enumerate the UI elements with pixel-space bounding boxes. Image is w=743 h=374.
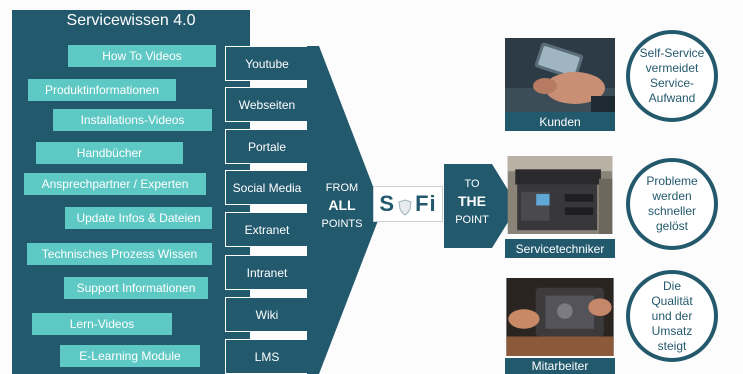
logo-letter-s: S bbox=[379, 191, 396, 216]
target-caption: Mitarbeiter bbox=[505, 358, 615, 374]
to-the-point-arrow bbox=[444, 164, 518, 248]
knowledge-item: Ansprechpartner / Experten bbox=[24, 173, 206, 195]
channel-webseiten: Webseiten bbox=[225, 87, 309, 122]
knowledge-item: Support Informationen bbox=[64, 277, 208, 299]
from-label: FROM bbox=[325, 182, 359, 194]
benefit-circle: Self-Service vermeidet Service- Aufwand bbox=[626, 30, 718, 122]
benefit-circle: Probleme werden schneller gelöst bbox=[626, 158, 718, 250]
logo-letters-fi: Fi bbox=[415, 191, 437, 216]
knowledge-item: How To Videos bbox=[68, 45, 216, 67]
to-label: TO bbox=[464, 178, 480, 190]
copier-machine-photo bbox=[507, 156, 613, 234]
channel-portale: Portale bbox=[225, 129, 309, 164]
knowledge-item: Installations-Videos bbox=[53, 109, 212, 131]
shield-icon bbox=[398, 196, 412, 216]
knowledge-item: Update Infos & Dateien bbox=[65, 207, 212, 229]
benefit-circle: Die Qualität und der Umsatz steigt bbox=[626, 270, 718, 362]
channel-youtube: Youtube bbox=[225, 46, 309, 81]
all-label: ALL bbox=[328, 197, 356, 213]
channel-intranet: Intranet bbox=[225, 255, 309, 290]
panel-title: Servicewissen 4.0 bbox=[66, 12, 196, 29]
channel-wiki: Wiki bbox=[225, 297, 309, 332]
knowledge-item: Technisches Prozess Wissen bbox=[27, 243, 212, 265]
smartphone-hand-photo bbox=[505, 38, 615, 116]
funnel-shape bbox=[307, 46, 379, 374]
sofi-logo: S Fi bbox=[373, 186, 443, 222]
channel-social-media: Social Media bbox=[225, 170, 309, 205]
channel-extranet: Extranet bbox=[225, 212, 309, 247]
point-label: POINT bbox=[455, 214, 489, 226]
target-caption: Kunden bbox=[505, 112, 615, 131]
hands-electronics-photo bbox=[506, 278, 614, 356]
knowledge-item: E-Learning Module bbox=[60, 345, 200, 367]
to-the-point-label: TO THE POINT bbox=[448, 176, 496, 229]
the-label: THE bbox=[458, 193, 486, 209]
from-all-points-label: FROM ALL POINTS bbox=[312, 180, 372, 233]
channel-lms: LMS bbox=[225, 339, 309, 374]
knowledge-item: Handbücher bbox=[36, 142, 183, 164]
points-label: POINTS bbox=[321, 218, 363, 230]
target-caption: Servicetechniker bbox=[505, 239, 615, 258]
knowledge-item: Lern-Videos bbox=[32, 313, 172, 335]
knowledge-item: Produktinformationen bbox=[28, 79, 176, 101]
